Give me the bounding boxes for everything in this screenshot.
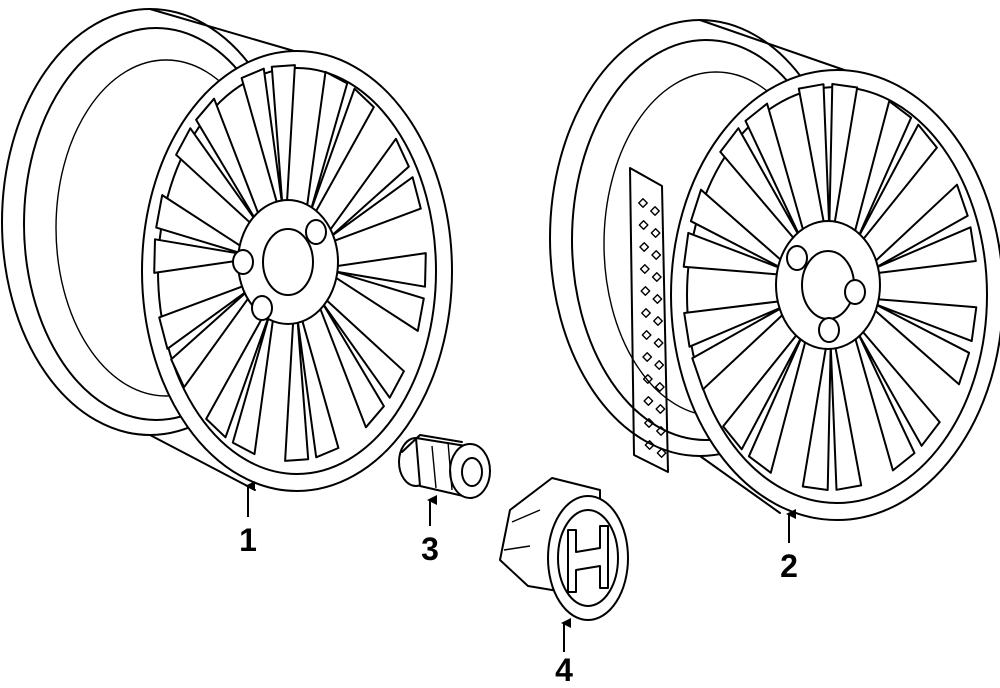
wheel-2-barrel-holes: [638, 198, 667, 458]
center-cap[interactable]: [499, 477, 629, 621]
wheel-2-spoke: [719, 102, 807, 245]
barrel-hole: [654, 382, 665, 392]
wheel-2-spoke: [722, 330, 808, 474]
barrel-hole: [638, 198, 648, 208]
wheel-1-spokes: [153, 64, 427, 462]
barrel-hole: [644, 440, 655, 450]
barrel-hole: [653, 316, 663, 326]
wheel-1-spoke: [332, 252, 427, 332]
barrel-hole: [656, 448, 667, 458]
callout-2: 2: [780, 548, 798, 584]
wheel-1-spoke: [240, 64, 296, 210]
callout-4: 4: [555, 652, 573, 688]
barrel-hole: [655, 404, 666, 414]
wheel-2-spoke: [871, 183, 977, 275]
wheel-2[interactable]: [549, 19, 1000, 521]
barrel-hole: [656, 426, 666, 436]
wheel-1-spoke: [318, 297, 405, 429]
callout-1: 1: [239, 522, 257, 558]
barrel-hole: [643, 396, 654, 406]
barrel-hole: [650, 228, 661, 238]
lug-nut[interactable]: [398, 434, 491, 499]
wheel-2-spoke: [682, 188, 788, 276]
wheel-1[interactable]: [1, 8, 453, 492]
barrel-hole: [644, 418, 654, 428]
wheel-1-spoke: [305, 70, 375, 217]
barrel-hole: [642, 374, 653, 384]
barrel-hole: [653, 338, 664, 348]
barrel-hole: [654, 360, 665, 370]
barrel-hole: [638, 220, 649, 230]
wheel-1-spoke: [205, 309, 275, 456]
barrel-hole: [641, 308, 651, 318]
barrel-hole: [640, 286, 651, 296]
wheel-2-spoke: [801, 343, 863, 491]
barrel-hole: [651, 250, 662, 260]
callout-3: 3: [421, 531, 439, 567]
barrel-hole: [651, 272, 662, 282]
wheel-1-spoke: [158, 283, 254, 389]
wheel-2-spoke: [797, 83, 859, 231]
wheel-2-spoke: [683, 299, 789, 391]
wheel-2-spoke: [853, 329, 941, 472]
wheel-1-spoke: [153, 194, 248, 274]
wheel-1-spoke: [175, 97, 262, 229]
barrel-hole: [641, 330, 652, 340]
barrel-hole: [642, 352, 653, 362]
barrel-hole: [652, 294, 663, 304]
wheel-1-spoke: [326, 137, 422, 243]
wheel-2-spokes: [682, 83, 978, 491]
wheel-1-spoke: [284, 316, 340, 462]
barrel-hole: [650, 206, 660, 216]
wheel-2-spoke: [852, 100, 938, 244]
barrel-hole: [639, 242, 650, 252]
wheel-2-spoke: [872, 298, 978, 386]
barrel-hole: [639, 264, 650, 274]
